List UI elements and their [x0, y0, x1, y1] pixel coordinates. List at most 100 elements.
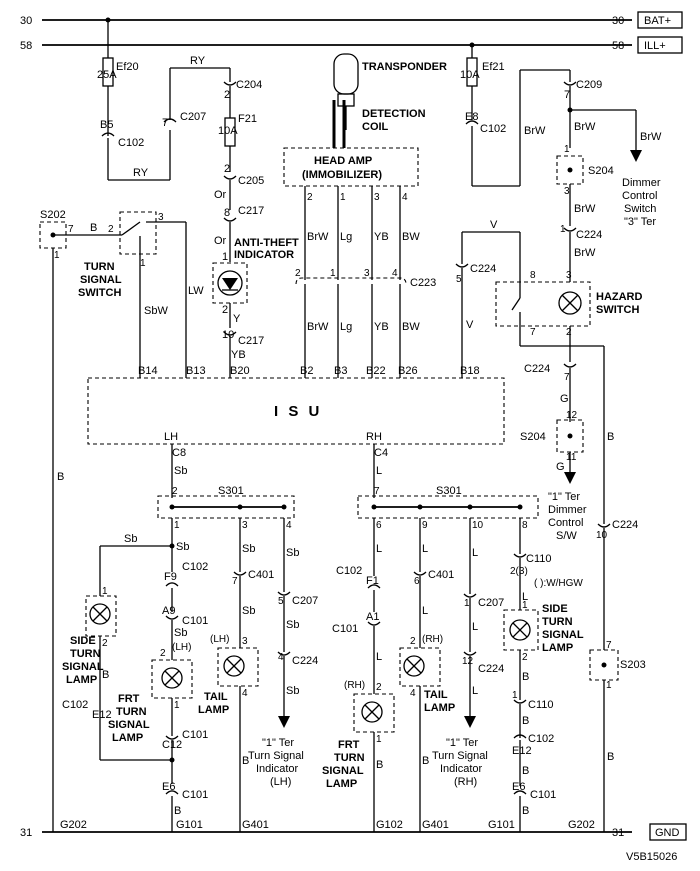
f9-pin: F9 — [164, 571, 177, 583]
side-lamp-left-label-1: SIDE — [70, 635, 96, 647]
l-wire-frt-r2: L — [376, 651, 382, 663]
fl-pin1: 1 — [174, 700, 180, 711]
s203-pin7: 7 — [606, 640, 612, 651]
detection-coil-label-1: DETECTION — [362, 108, 426, 120]
turn-switch-label-2: SIGNAL — [80, 274, 122, 286]
hazard-pin8: 8 — [530, 270, 536, 281]
isu-pin-c8: C8 — [172, 447, 186, 459]
s301r-pin9: 9 — [422, 520, 428, 531]
c102-conn-top: C102 — [118, 137, 144, 149]
c223-pin1: 1 — [330, 268, 336, 279]
sb-wire-ind3: Sb — [286, 685, 299, 697]
l-wire-frt-r: L — [376, 543, 382, 555]
key-icon — [333, 53, 359, 95]
ef20-amp: 25A — [97, 69, 117, 81]
isu-pin-b3: B3 — [334, 365, 347, 377]
frt-lamp-left-label-1: FRT — [118, 693, 140, 705]
gnd-rail-number: 31 — [20, 827, 32, 839]
c101-conn-e6-right: C101 — [530, 789, 556, 801]
side-lamp-left-label-4: LAMP — [66, 674, 97, 686]
anti-theft-indicator: ANTI-THEFT INDICATOR 2 Y 10 C217 YB B20 — [212, 237, 299, 378]
arrow-down-icon — [564, 472, 576, 484]
fl-pin2: 2 — [160, 648, 166, 659]
fr-rh: (RH) — [344, 680, 365, 691]
led-icon — [222, 278, 238, 290]
b-wire-side-r: B — [522, 671, 529, 683]
lg-wire-isu: Lg — [340, 321, 352, 333]
c401-conn-left: C401 — [248, 569, 274, 581]
s204-label-top: S204 — [588, 165, 614, 177]
c207-conn-left: C207 — [292, 595, 318, 607]
tail-lamp-left-label-2: LAMP — [198, 704, 229, 716]
e6-pin-right: E6 — [512, 781, 525, 793]
c224-pin5: 5 — [456, 274, 462, 285]
anti-theft-label-1: ANTI-THEFT — [234, 237, 299, 249]
side-lamp-left-label-2: TURN — [70, 648, 101, 660]
ry-wire-2: RY — [190, 55, 206, 67]
ill-rail-number-right: 58 — [612, 40, 624, 52]
b-wire-side-r3: B — [522, 765, 529, 777]
c223-conn: C223 — [410, 277, 436, 289]
ef20-fuse-branch: Ef20 25A B5 C102 RY 7 C207 RY C204 2 F21… — [97, 17, 264, 263]
l-wire-side-r: L — [522, 591, 528, 603]
sl-pin2: 2 — [102, 638, 108, 649]
anti-theft-label-2: INDICATOR — [234, 249, 294, 261]
ind-lh-label-4: (LH) — [270, 776, 291, 788]
tr-rh: (RH) — [422, 634, 443, 645]
bat-rail-number: 30 — [20, 15, 32, 27]
isu-pin-b2: B2 — [300, 365, 313, 377]
g101-right: G101 — [488, 819, 515, 831]
ill-rail-number: 58 — [20, 40, 32, 52]
sbw-wire: SbW — [144, 305, 168, 317]
c224-pin4: 4 — [278, 652, 284, 663]
g401-left: G401 — [242, 819, 269, 831]
isu-pin-b26: B26 — [398, 365, 418, 377]
c207r-pin1: 1 — [464, 598, 470, 609]
ind-rh-label-2: Turn Signal — [432, 750, 488, 762]
b-wire-side-r2: B — [522, 715, 529, 727]
c204-conn: C204 — [236, 79, 262, 91]
brw-wire-dimmer: BrW — [640, 131, 662, 143]
ind-lh-label-1: "1" Ter — [262, 737, 294, 749]
frt-lamp-left-label-4: LAMP — [112, 732, 143, 744]
tail-lamp-left-box — [217, 647, 259, 687]
sr-pin2: 2 — [522, 652, 528, 663]
b5-pin: B5 — [100, 119, 113, 131]
isu-pin-b18: B18 — [460, 365, 480, 377]
s301r-pin7: 7 — [374, 486, 380, 497]
dimmer1-label-3: Control — [548, 517, 583, 529]
f21-label: F21 — [238, 113, 257, 125]
g202-left: G202 — [60, 819, 87, 831]
frt-lamp-right-label-2: TURN — [334, 752, 365, 764]
bw-wire-ha: BW — [402, 231, 420, 243]
frt-lamp-left-box — [151, 659, 193, 699]
b-wire-sl: B — [102, 669, 109, 681]
ef20-label: Ef20 — [116, 61, 139, 73]
hazard-lamp-icon — [558, 291, 582, 315]
hazard-pin2: 2 — [566, 327, 572, 338]
sb-wire-ind: Sb — [286, 547, 299, 559]
left-turn-circuit: C8 Sb 2 S301 1 3 4 Sb Sb F9 C102 A9 C101… — [62, 444, 318, 832]
ha-pin3: 3 — [374, 192, 380, 203]
c217-conn-top: C217 — [238, 205, 264, 217]
c217-conn-bottom: C217 — [238, 335, 264, 347]
sr-pin1: 1 — [522, 600, 528, 611]
tl-lh: (LH) — [210, 634, 229, 645]
s301l-pin4: 4 — [286, 520, 292, 531]
sb-wire-2: Sb — [124, 533, 137, 545]
b-wire-left: B — [57, 471, 64, 483]
figure-id: V5B15026 — [626, 851, 677, 863]
brw-wire-hazard: BrW — [574, 247, 596, 259]
brw-wire-isu: BrW — [307, 321, 329, 333]
l-wire-ind-r3: L — [472, 685, 478, 697]
v-wire-isu: V — [466, 319, 474, 331]
ef21-amp: 10A — [460, 69, 480, 81]
e12-pin-right: E12 — [512, 745, 532, 757]
frt-lamp-right-box — [353, 693, 395, 733]
c224-conn-rh: C224 — [478, 663, 504, 675]
isu-pin-b20: B20 — [230, 365, 250, 377]
ha-pin4: 4 — [402, 192, 408, 203]
isu-pin-rh: RH — [366, 431, 382, 443]
side-lamp-left-label-3: SIGNAL — [62, 661, 104, 673]
g102-label: G102 — [376, 819, 403, 831]
